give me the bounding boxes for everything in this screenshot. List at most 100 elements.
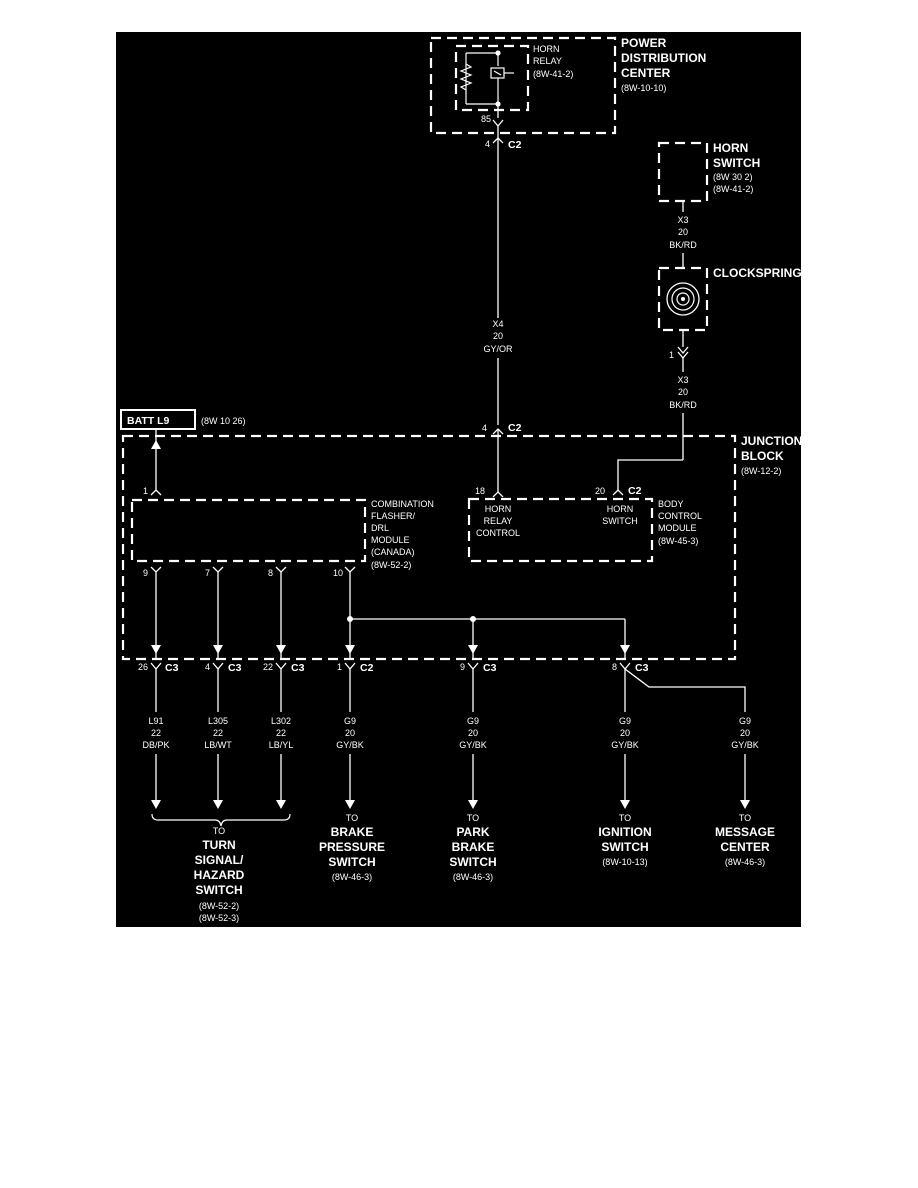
- dest-label-2: CENTER: [720, 840, 770, 854]
- dest-label-3: HAZARD: [194, 868, 245, 882]
- wire-x3-top-color: BK/RD: [669, 240, 697, 250]
- wire-id: G9: [344, 716, 356, 726]
- flasher-pin: 10: [333, 568, 343, 578]
- dest-label-1: PARK: [456, 825, 489, 839]
- destination-turn-signal: TO TURN SIGNAL/ HAZARD SWITCH (8W-52-2) …: [194, 826, 245, 923]
- batt-l9: BATT L9 (8W 10 26): [120, 409, 246, 430]
- wire-color: LB/WT: [204, 740, 232, 750]
- dest-to: TO: [213, 826, 225, 836]
- pdc-conn-c2: C2: [508, 139, 522, 151]
- connector-pin: 22: [263, 662, 273, 672]
- dest-to: TO: [739, 813, 751, 823]
- flasher-pin: 7: [205, 568, 210, 578]
- flasher-outline: [130, 498, 367, 563]
- dest-ref: (8W-46-3): [332, 872, 372, 882]
- wire-color: GY/BK: [731, 740, 759, 750]
- pdc-pin-4: 4: [485, 139, 490, 149]
- connector-id: C2: [360, 662, 374, 674]
- connector-pin: 26: [138, 662, 148, 672]
- jb-internal-wires: [151, 572, 630, 658]
- pdc-title-2: DISTRIBUTION: [621, 51, 706, 65]
- bcm-horn-relay-3: CONTROL: [476, 528, 520, 538]
- dest-ref: (8W-46-3): [725, 857, 765, 867]
- wire-gauge: 22: [276, 728, 286, 738]
- destination-ignition-switch: TO IGNITION SWITCH (8W-10-13): [598, 813, 651, 867]
- flasher-pin: 9: [143, 568, 148, 578]
- dest-ref: (8W-46-3): [453, 872, 493, 882]
- bcm-outline: [467, 497, 654, 563]
- bcm-pin-20: 20: [595, 486, 605, 496]
- connector-pin: 4: [205, 662, 210, 672]
- jb-title-2: BLOCK: [741, 449, 784, 463]
- dest-ref-2: (8W-52-3): [199, 913, 239, 923]
- flasher-label-1: COMBINATION: [371, 499, 434, 509]
- wire-id: G9: [619, 716, 631, 726]
- diagram-background: [116, 32, 801, 927]
- bcm-pin-18: 18: [475, 486, 485, 496]
- wire-x4: X4 20 GY/OR: [483, 104, 513, 425]
- bcm-title-1: BODY: [658, 499, 684, 509]
- connector-pin: 9: [460, 662, 465, 672]
- wire-gauge: 22: [151, 728, 161, 738]
- power-distribution-center: HORN RELAY (8W-41-2) POWER DISTRIBUTION …: [429, 36, 706, 135]
- connector-pin: 1: [337, 662, 342, 672]
- dest-ref-1: (8W-52-2): [199, 901, 239, 911]
- wire-color: GY/BK: [459, 740, 487, 750]
- connector-pin: 8: [612, 662, 617, 672]
- junction-block-outline: [121, 434, 737, 661]
- horn-switch-title-2: SWITCH: [713, 156, 760, 170]
- wire-x4-id: X4: [492, 319, 503, 329]
- connector-id: C3: [228, 662, 242, 674]
- dest-label-2: PRESSURE: [319, 840, 385, 854]
- wire-color: GY/BK: [611, 740, 639, 750]
- wire-x3-bottom-color: BK/RD: [669, 400, 697, 410]
- wire-gauge: 20: [620, 728, 630, 738]
- flasher-ref: (8W-52-2): [371, 560, 411, 570]
- batt-box: [120, 409, 196, 430]
- dest-label-3: SWITCH: [328, 855, 375, 869]
- destination-park-brake: TO PARK BRAKE SWITCH (8W-46-3): [449, 813, 496, 882]
- wire-color: LB/YL: [269, 740, 294, 750]
- destination-brake-pressure: TO BRAKE PRESSURE SWITCH (8W-46-3): [319, 813, 385, 882]
- external-wires: [151, 668, 750, 827]
- wire-x3-top-gauge: 20: [678, 227, 688, 237]
- dest-label-4: SWITCH: [195, 883, 242, 897]
- dest-label-2: SIGNAL/: [195, 853, 244, 867]
- dest-ref: (8W-10-13): [602, 857, 647, 867]
- horn-switch-ref-1: (8W 30 2): [713, 172, 753, 182]
- dest-label-3: SWITCH: [449, 855, 496, 869]
- horn-switch: HORN SWITCH (8W 30 2) (8W-41-2): [657, 141, 760, 203]
- dest-to: TO: [619, 813, 631, 823]
- dest-label-1: IGNITION: [598, 825, 651, 839]
- horn-switch-ref-2: (8W-41-2): [713, 184, 753, 194]
- horn-relay-symbol: [459, 50, 514, 107]
- wire-x3-bottom-gauge: 20: [678, 387, 688, 397]
- horn-relay-label-2: RELAY: [533, 56, 562, 66]
- pdc-title-3: CENTER: [621, 66, 671, 80]
- connector-id: C3: [635, 662, 649, 674]
- flasher-label-3: DRL: [371, 523, 389, 533]
- wire-id: G9: [467, 716, 479, 726]
- pdc-ref: (8W-10-10): [621, 83, 666, 93]
- horn-relay-label-1: HORN: [533, 44, 560, 54]
- connector-id: C3: [165, 662, 179, 674]
- junction-block: JUNCTION BLOCK (8W-12-2): [121, 434, 802, 661]
- wire-gauge: 22: [213, 728, 223, 738]
- dest-label-2: BRAKE: [452, 840, 495, 854]
- flasher-label-2: FLASHER/: [371, 511, 416, 521]
- wire-gauge: 20: [740, 728, 750, 738]
- dest-label-1: BRAKE: [331, 825, 374, 839]
- bcm-horn-relay-1: HORN: [485, 504, 512, 514]
- wire-id: G9: [739, 716, 751, 726]
- jb-title-1: JUNCTION: [741, 434, 802, 448]
- wire-gauge: 20: [468, 728, 478, 738]
- wire-x4-color: GY/OR: [483, 344, 513, 354]
- flasher-label-5: (CANADA): [371, 547, 415, 557]
- wire-x3-bottom-id: X3: [677, 375, 688, 385]
- flasher-pin: 8: [268, 568, 273, 578]
- jb-ref: (8W-12-2): [741, 466, 781, 476]
- bcm-horn-switch-2: SWITCH: [602, 516, 638, 526]
- pdc-title-1: POWER: [621, 36, 667, 50]
- wire-labels: L91 22 DB/PK L305 22 LB/WT L302 22 LB/YL…: [142, 716, 758, 750]
